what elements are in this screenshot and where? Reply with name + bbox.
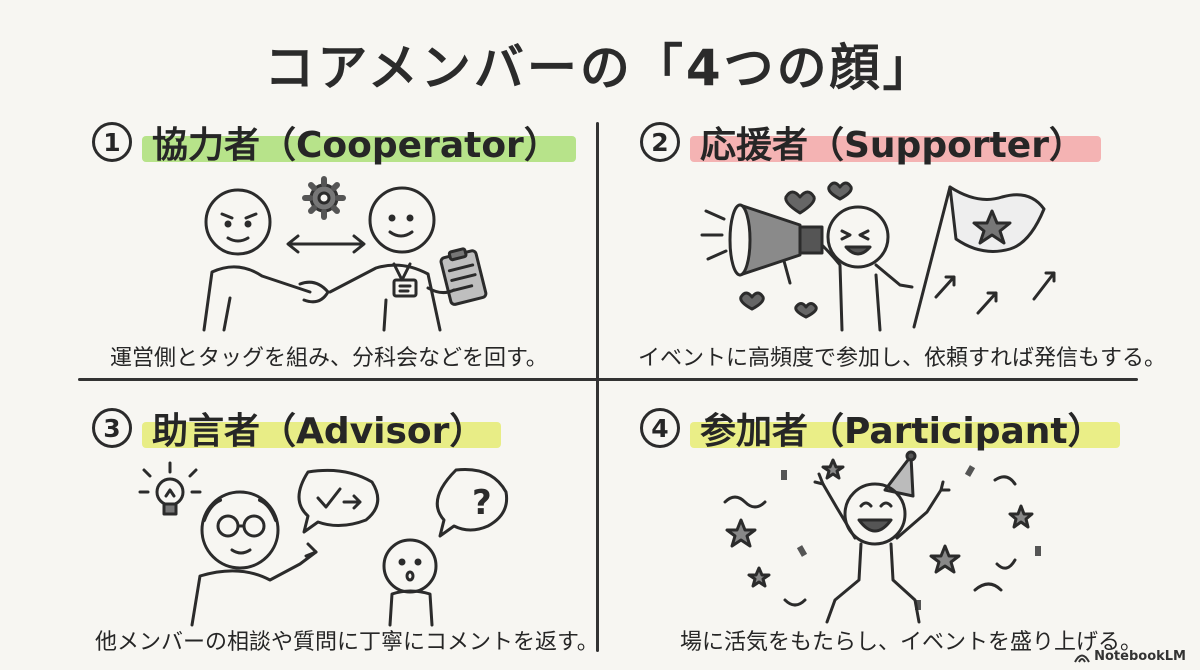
question-mark: ?: [472, 483, 492, 523]
cheering-illustration: [700, 181, 1056, 332]
quadrant-caption: 運営側とタッグを組み、分科会などを回す。: [110, 346, 548, 371]
quadrant-caption: イベントに高頻度で参加し、依頼すれば発信もする。: [638, 346, 1167, 371]
brand-label: NotebookLM: [1094, 649, 1186, 664]
star-icon: [725, 518, 757, 548]
heart-icon: [739, 291, 765, 311]
advice-illustration: ?: [138, 461, 509, 627]
role-label: 参加者（Participant）: [700, 411, 1104, 452]
quadrant-number: 3: [92, 408, 132, 448]
arrow-up-icon: [976, 291, 998, 315]
notebooklm-logo-icon: [1074, 654, 1090, 662]
page-title: コアメンバーの「4つの顔」: [264, 39, 936, 97]
quadrant-header: 3 助言者（Advisor）: [92, 398, 502, 458]
handshake-illustration: [202, 176, 488, 332]
double-arrow-icon: [286, 234, 366, 254]
quadrant-header: 4 参加者（Participant）: [640, 398, 1120, 458]
vertical-divider: [596, 122, 599, 652]
star-icon: [929, 544, 961, 574]
quadrant-header: 1 協力者（Cooperator）: [92, 112, 576, 172]
role-title: 参加者（Participant）: [690, 402, 1120, 454]
role-label: 応援者（Supporter）: [700, 125, 1085, 166]
star-icon: [972, 209, 1012, 245]
quadrant-number: 4: [640, 408, 680, 448]
role-title: 助言者（Advisor）: [142, 402, 502, 454]
role-title: 協力者（Cooperator）: [142, 116, 576, 168]
quadrant-number: 1: [92, 122, 132, 162]
megaphone-icon: [728, 203, 824, 285]
quadrant-caption: 場に活気をもたらし、イベントを盛り上げる。: [680, 630, 1143, 655]
speech-bubble-icon: [297, 468, 380, 534]
star-icon: [747, 566, 771, 588]
gear-icon: [302, 176, 346, 220]
question-bubble-icon: [435, 467, 509, 538]
role-label: 協力者（Cooperator）: [152, 125, 560, 166]
heart-icon: [784, 190, 816, 215]
quadrant-header: 2 応援者（Supporter）: [640, 112, 1101, 172]
lightbulb-icon: [138, 461, 202, 516]
role-label: 助言者（Advisor）: [152, 411, 486, 452]
horizontal-divider: [78, 378, 1138, 381]
celebration-illustration: [723, 450, 1041, 624]
role-title: 応援者（Supporter）: [690, 116, 1101, 168]
party-hat-icon: [883, 454, 915, 498]
star-icon: [1008, 504, 1034, 529]
star-icon: [821, 458, 845, 480]
arrow-up-icon: [934, 275, 956, 299]
quadrant-number: 2: [640, 122, 680, 162]
heart-icon: [794, 302, 818, 319]
arrow-up-icon: [1032, 271, 1056, 301]
heart-icon: [827, 181, 853, 201]
brand-watermark: NotebookLM: [1074, 649, 1186, 664]
check-icon: [316, 487, 342, 509]
quadrant-caption: 他メンバーの相談や質問に丁寧にコメントを返す。: [95, 630, 599, 655]
